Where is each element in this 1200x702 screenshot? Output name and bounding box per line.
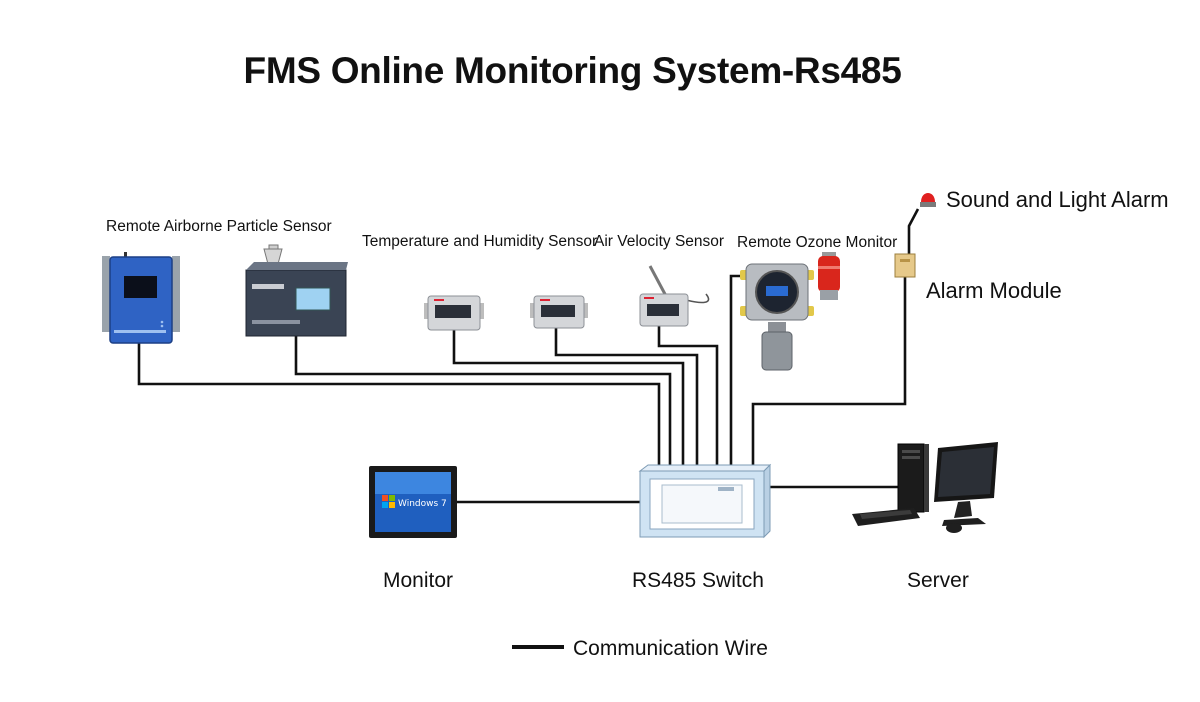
label-rs485-switch: RS485 Switch xyxy=(632,569,764,592)
sensor-box-icon-2 xyxy=(530,295,588,329)
rs485-switch-icon xyxy=(638,463,772,539)
wire-alarm-light xyxy=(907,208,920,255)
label-air-velocity-sensor: Air Velocity Sensor xyxy=(594,233,725,250)
label-ozone-monitor: Remote Ozone Monitor xyxy=(737,234,898,251)
legend-wire-label: Communication Wire xyxy=(573,637,768,660)
alarm-light-icon xyxy=(920,193,936,207)
ozone-monitor-icon xyxy=(740,252,840,371)
wire-sensor-box xyxy=(554,328,699,467)
label-particle-sensor: Remote Airborne Particle Sensor xyxy=(106,218,332,235)
diagram-title: FMS Online Monitoring System-Rs485 xyxy=(243,50,902,91)
wire-alarm-module xyxy=(751,274,907,467)
wire-temp-humidity xyxy=(452,330,685,467)
server-computer-icon xyxy=(852,442,998,533)
monitor-icon: Windows 7 xyxy=(369,466,457,538)
monitor-screen-text: Windows 7 xyxy=(398,499,447,509)
label-server: Server xyxy=(907,569,969,592)
air-velocity-probe-icon xyxy=(639,265,710,327)
wire-particle-sensor xyxy=(137,340,661,467)
label-alarm-module: Alarm Module xyxy=(926,278,1062,303)
wire-particle-counter xyxy=(294,334,672,467)
wire-air-velocity xyxy=(657,326,719,467)
particle-counter-icon xyxy=(245,244,348,337)
sensor-box-icon xyxy=(424,295,484,331)
label-sound-light-alarm: Sound and Light Alarm xyxy=(946,187,1169,212)
label-temp-humidity-sensor: Temperature and Humidity Sensor xyxy=(362,233,598,250)
label-monitor: Monitor xyxy=(383,569,454,592)
alarm-module-icon xyxy=(894,253,916,278)
particle-sensor-icon xyxy=(102,252,180,344)
legend-wire-sample xyxy=(512,645,564,649)
